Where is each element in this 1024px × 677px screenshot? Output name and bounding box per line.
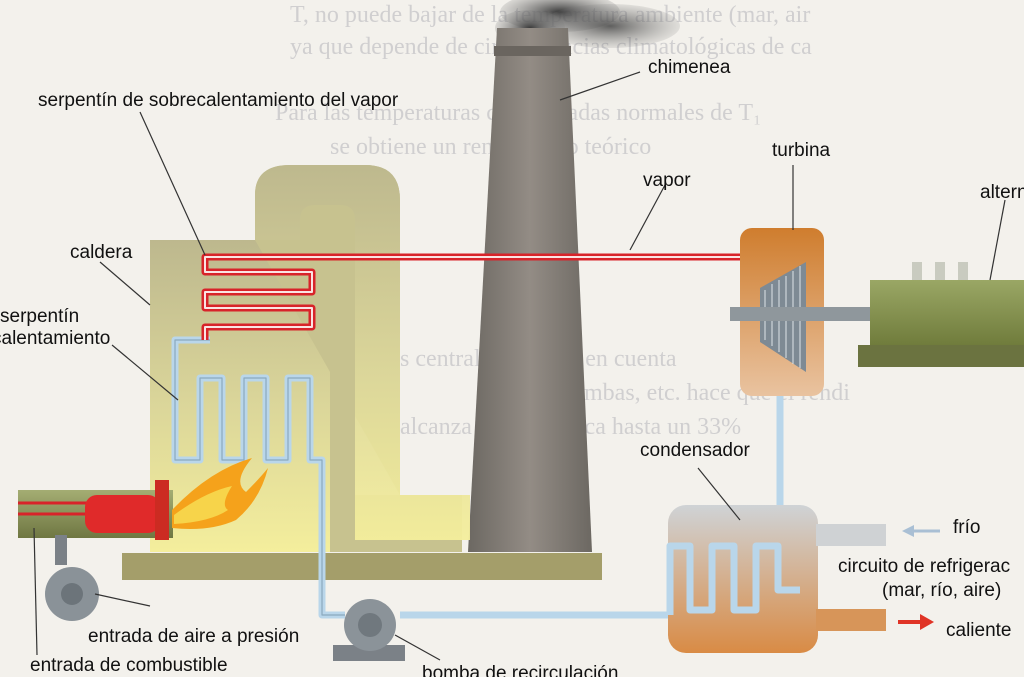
label-hot: caliente <box>946 620 1012 641</box>
label-turbine: turbina <box>772 140 831 161</box>
label-air-inlet: entrada de aire a presión <box>88 626 300 647</box>
label-chimney: chimenea <box>648 57 731 78</box>
superheater-coil-core <box>204 256 755 340</box>
condenser <box>668 505 886 653</box>
hot-arrow-icon <box>898 614 934 630</box>
flame-icon <box>172 458 268 529</box>
water-circuit-outline <box>174 339 345 616</box>
label-boiler: caldera <box>70 242 133 263</box>
label-heating-coil-line2: calentamiento <box>0 328 111 349</box>
cold-arrow-icon <box>902 525 940 537</box>
label-pump: bomba de recirculación <box>422 663 619 677</box>
label-cooling-circuit-line1: circuito de refrigerac <box>838 556 1011 577</box>
label-steam: vapor <box>643 170 691 191</box>
label-heating-coil-line1: serpentín <box>0 306 80 327</box>
label-cold: frío <box>953 517 981 538</box>
leader-lines <box>33 71 1006 661</box>
alternator <box>858 262 1024 367</box>
label-condenser: condensador <box>640 440 750 461</box>
label-alternator: altern <box>980 182 1024 203</box>
condenser-coil <box>666 542 800 615</box>
boiler <box>122 165 602 580</box>
label-cooling-circuit-line2: (mar, río, aire) <box>882 580 1002 601</box>
burner <box>18 480 173 621</box>
recirculation-pump <box>333 599 405 661</box>
label-fuel-inlet: entrada de combustible <box>30 655 228 676</box>
turbine <box>730 228 875 396</box>
chimney <box>468 28 592 552</box>
label-superheater: serpentín de sobrecalentamiento del vapo… <box>38 90 399 111</box>
